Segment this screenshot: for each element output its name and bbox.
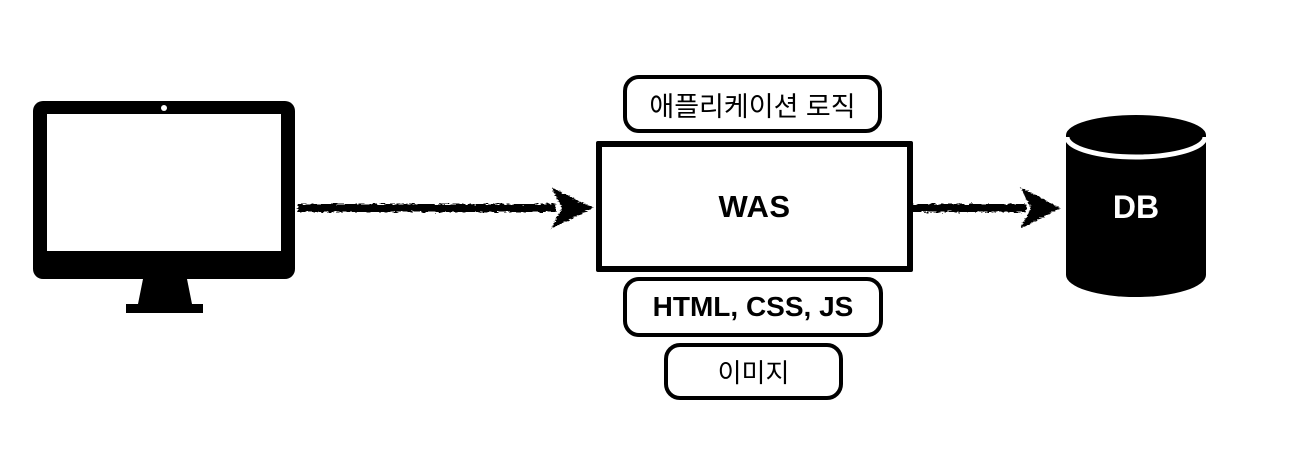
static-files-badge: HTML, CSS, JS (623, 277, 883, 337)
client-to-was-arrow-icon (298, 187, 593, 229)
was-to-db-arrow-icon (910, 187, 1060, 229)
db-label: DB (1113, 189, 1159, 225)
was-label: WAS (718, 188, 791, 224)
client-monitor-icon (33, 101, 295, 313)
app-logic-badge: 애플리케이션 로직 (623, 75, 882, 133)
app-logic-label: 애플리케이션 로직 (649, 91, 856, 122)
image-badge: 이미지 (664, 343, 843, 400)
database-icon: DB (1064, 115, 1208, 297)
was-node: WAS (596, 141, 913, 272)
image-label: 이미지 (717, 358, 790, 388)
static-files-label: HTML, CSS, JS (652, 291, 854, 322)
